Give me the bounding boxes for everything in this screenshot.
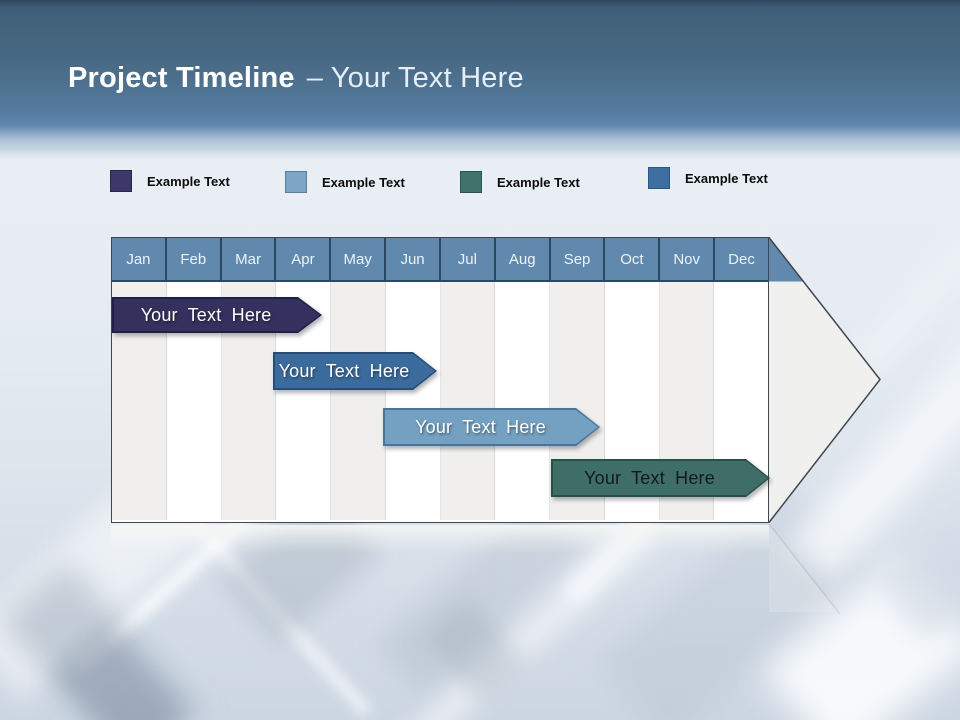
- bar-fill: Your Text Here: [385, 410, 598, 444]
- month-column: [331, 282, 386, 520]
- month-header-row: Jan Feb Mar Apr May Jun Jul Aug Sep Oct …: [112, 238, 768, 282]
- arrow-tip: [768, 237, 881, 523]
- legend-swatch-teal: [460, 171, 482, 193]
- bar-fill: Your Text Here: [275, 354, 435, 388]
- legend-label: Example Text: [497, 174, 580, 190]
- legend-label: Example Text: [147, 173, 230, 189]
- month-cell-jan[interactable]: Jan: [112, 238, 167, 280]
- month-cell-aug[interactable]: Aug: [496, 238, 551, 280]
- bar-fill: Your Text Here: [114, 299, 320, 331]
- month-cell-mar[interactable]: Mar: [222, 238, 277, 280]
- timeline-bar-1[interactable]: Your Text Here: [112, 297, 322, 333]
- month-column: [495, 282, 550, 520]
- legend-label: Example Text: [322, 174, 405, 190]
- bar-label: Your Text Here: [140, 304, 272, 325]
- timeline-bar-4[interactable]: Your Text Here: [551, 459, 770, 497]
- legend-item-steel-blue[interactable]: Example Text: [285, 170, 405, 194]
- month-cell-oct[interactable]: Oct: [605, 238, 661, 280]
- month-cell-feb[interactable]: Feb: [167, 238, 222, 280]
- bar-fill: Your Text Here: [553, 461, 768, 495]
- title-band: Project Timeline – Your Text Here: [0, 0, 960, 160]
- legend-item-teal[interactable]: Example Text: [460, 170, 580, 194]
- legend-swatch-steel-blue: [285, 171, 307, 193]
- month-column: [440, 282, 496, 520]
- month-cell-sep[interactable]: Sep: [551, 238, 606, 280]
- timeline-chart: Jan Feb Mar Apr May Jun Jul Aug Sep Oct …: [111, 237, 769, 523]
- month-cell-nov[interactable]: Nov: [660, 238, 716, 280]
- chart-reflection: [111, 525, 769, 553]
- legend-item-blue[interactable]: Example Text: [648, 166, 768, 190]
- month-column: [385, 282, 441, 520]
- legend-swatch-blue: [648, 167, 670, 189]
- legend-label: Example Text: [685, 170, 768, 186]
- month-cell-may[interactable]: May: [331, 238, 387, 280]
- bar-label: Your Text Here: [584, 467, 715, 488]
- arrow-tip-reflection: [768, 524, 841, 614]
- month-cell-dec[interactable]: Dec: [728, 250, 755, 268]
- legend-item-navy[interactable]: Example Text: [110, 169, 230, 193]
- title-main: Project Timeline: [68, 62, 295, 94]
- bar-label: Your Text Here: [415, 416, 546, 437]
- month-cell-apr[interactable]: Apr: [276, 238, 332, 280]
- slide-title[interactable]: Project Timeline – Your Text Here: [68, 62, 524, 95]
- timeline-bar-2[interactable]: Your Text Here: [273, 352, 437, 390]
- month-cell-jun[interactable]: Jun: [386, 238, 441, 280]
- legend-swatch-navy: [110, 170, 132, 192]
- month-cell-jul[interactable]: Jul: [441, 238, 496, 280]
- title-placeholder: – Your Text Here: [306, 62, 524, 94]
- bar-label: Your Text Here: [278, 360, 410, 381]
- timeline-bar-3[interactable]: Your Text Here: [383, 408, 600, 446]
